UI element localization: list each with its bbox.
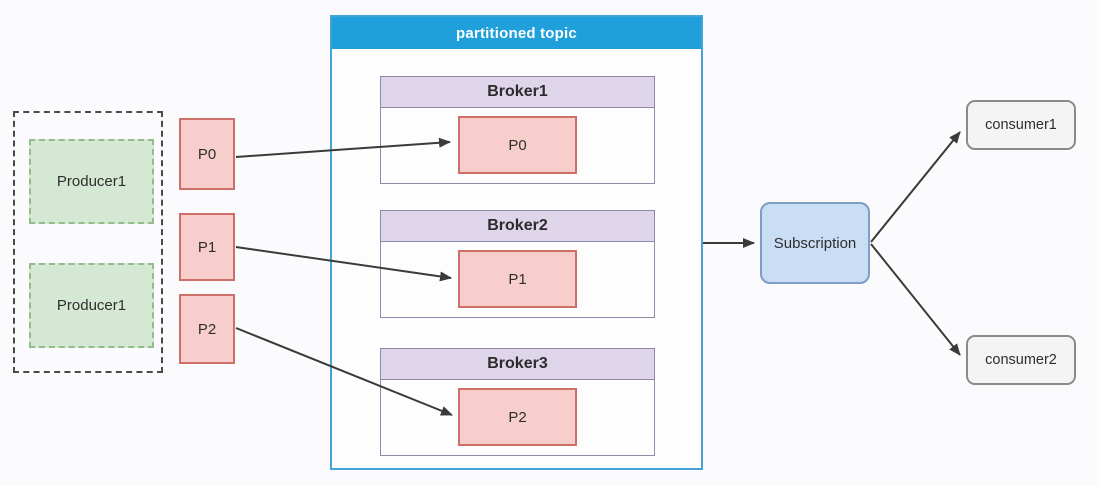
partition-source-p2: P2: [179, 294, 235, 364]
arrow-subscription-to-consumer1: [870, 131, 961, 243]
broker2-partition-p1: P1: [458, 250, 577, 308]
broker2-title: Broker2: [381, 211, 654, 242]
producers-group-box: Producer1 Producer1: [13, 111, 163, 373]
consumer1-node: consumer1: [966, 100, 1076, 150]
consumer2-node: consumer2: [966, 335, 1076, 385]
partitioned-topic-title: partitioned topic: [332, 17, 701, 49]
producer-node-1: Producer1: [29, 139, 154, 224]
arrow-subscription-to-consumer2: [870, 243, 961, 356]
broker1-partition-p0: P0: [458, 116, 577, 174]
producer-node-2: Producer1: [29, 263, 154, 348]
broker3-partition-p2: P2: [458, 388, 577, 446]
broker3-title: Broker3: [381, 349, 654, 380]
broker2-box: Broker2 P1: [380, 210, 655, 318]
broker3-box: Broker3 P2: [380, 348, 655, 456]
partitioned-topic-container: partitioned topic Broker1 P0 Broker2 P1 …: [330, 15, 703, 470]
broker1-title: Broker1: [381, 77, 654, 108]
partition-source-p1: P1: [179, 213, 235, 281]
subscription-node: Subscription: [760, 202, 870, 284]
partition-source-p0: P0: [179, 118, 235, 190]
broker1-box: Broker1 P0: [380, 76, 655, 184]
